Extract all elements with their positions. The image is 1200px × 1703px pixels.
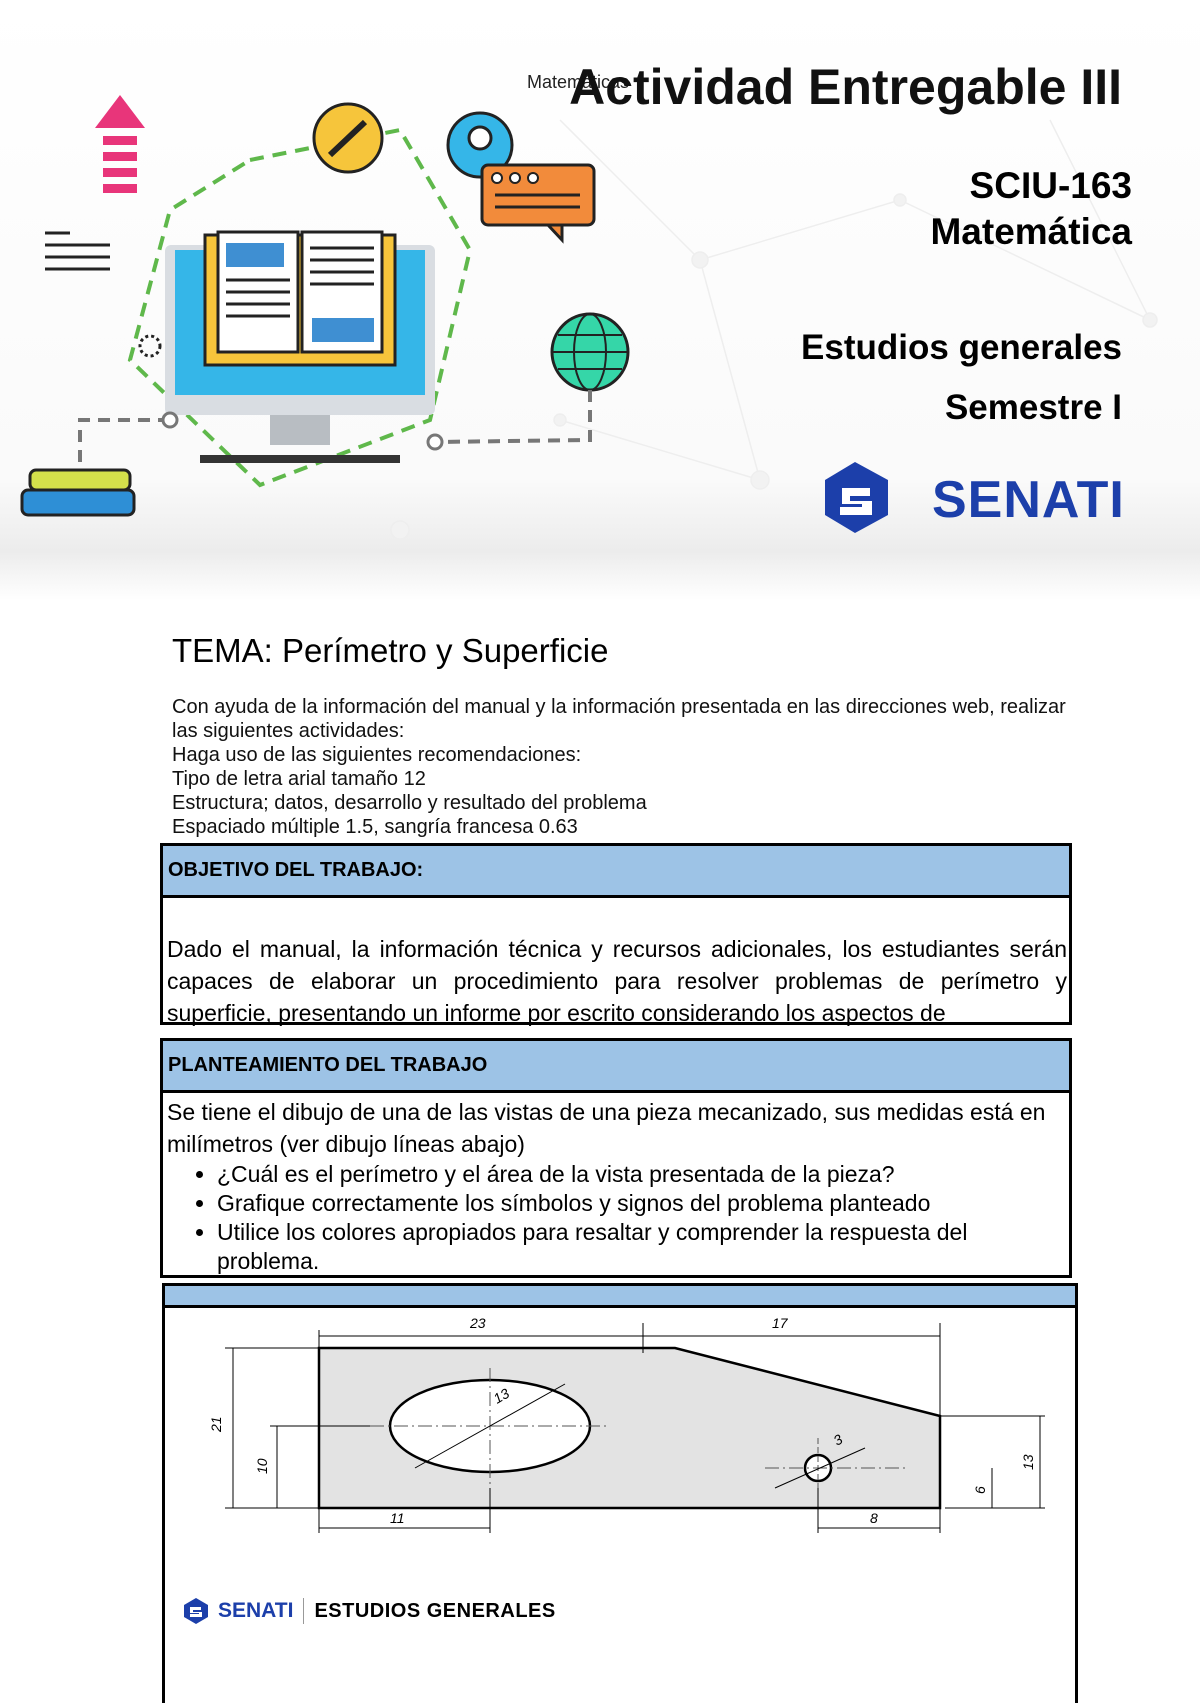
dim-circle: 13	[491, 1385, 513, 1407]
tema-heading: TEMA: Perímetro y Superficie	[172, 632, 609, 669]
list-item: Utilice los colores apropiados para resa…	[217, 1218, 1065, 1276]
technical-drawing: 23 17 21 10 13 3 13 6 11 8	[208, 1315, 1045, 1533]
books-icon	[28, 468, 132, 492]
dim-bottom-right: 8	[870, 1510, 878, 1526]
instruction-line: Espaciado múltiple 1.5, sangría francesa…	[172, 816, 578, 838]
instruction-line: Haga uso de las siguientes recomendacion…	[172, 744, 582, 766]
instruction-line: Tipo de letra arial tamaño 12	[172, 768, 426, 790]
footer-senati: SENATI	[218, 1599, 294, 1622]
instruction-line: Estructura; datos, desarrollo y resultad…	[172, 792, 647, 814]
department-label: Estudios generales	[801, 328, 1122, 367]
semester-label: Semestre I	[944, 388, 1122, 427]
list-item: Grafique correctamente los símbolos y si…	[217, 1189, 1065, 1218]
instructions: Con ayuda de la información del manual y…	[172, 695, 1072, 839]
instruction-line: Con ayuda de la información del manual y…	[172, 696, 1066, 742]
drawing-box: 23 17 21 10 13 3 13 6 11 8	[162, 1283, 1078, 1703]
dim-bottom-left: 11	[390, 1510, 405, 1526]
list-item: ¿Cuál es el perímetro y el área de la vi…	[217, 1160, 1065, 1189]
senati-logo-icon	[184, 1598, 208, 1624]
planteamiento-text: Se tiene el dibujo de una de las vistas …	[167, 1099, 1046, 1157]
objective-box: OBJETIVO DEL TRABAJO: Dado el manual, la…	[160, 843, 1072, 1026]
planteamiento-box: PLANTEAMIENTO DEL TRABAJO Se tiene el di…	[160, 1038, 1072, 1278]
dim-left-hole: 10	[254, 1458, 270, 1474]
objective-heading: OBJETIVO DEL TRABAJO:	[163, 846, 1069, 898]
objective-text: Dado el manual, la información técnica y…	[167, 936, 1067, 1026]
dim-right-hole: 6	[972, 1486, 988, 1494]
hero-banner: Matemáticas Actividad Entregable III SCI…	[0, 0, 1200, 600]
dim-top-right: 17	[772, 1315, 789, 1331]
page-title: Actividad Entregable III	[569, 59, 1122, 115]
subject-label: Matemáticas	[527, 72, 630, 92]
footer-branding: SENATI ESTUDIOS GENERALES	[180, 1595, 556, 1627]
senati-logo-icon	[825, 462, 888, 533]
planteamiento-heading: PLANTEAMIENTO DEL TRABAJO	[163, 1041, 1069, 1093]
course-info: SCIU-163 Matemática	[930, 163, 1132, 255]
dim-top-left: 23	[469, 1315, 486, 1331]
footer-label: ESTUDIOS GENERALES	[314, 1599, 556, 1622]
course-name: Matemática	[930, 211, 1132, 252]
course-code: SCIU-163	[969, 165, 1132, 206]
dim-left-height: 21	[208, 1416, 224, 1433]
planteamiento-list: ¿Cuál es el perímetro y el área de la vi…	[167, 1160, 1065, 1276]
drawing-box-header	[165, 1286, 1075, 1308]
education-illustration	[20, 95, 1158, 540]
dim-right-height: 13	[1020, 1454, 1036, 1470]
arrow-up-icon	[95, 95, 145, 128]
senati-logo-text: SENATI	[932, 471, 1125, 529]
footer-divider	[303, 1598, 305, 1624]
